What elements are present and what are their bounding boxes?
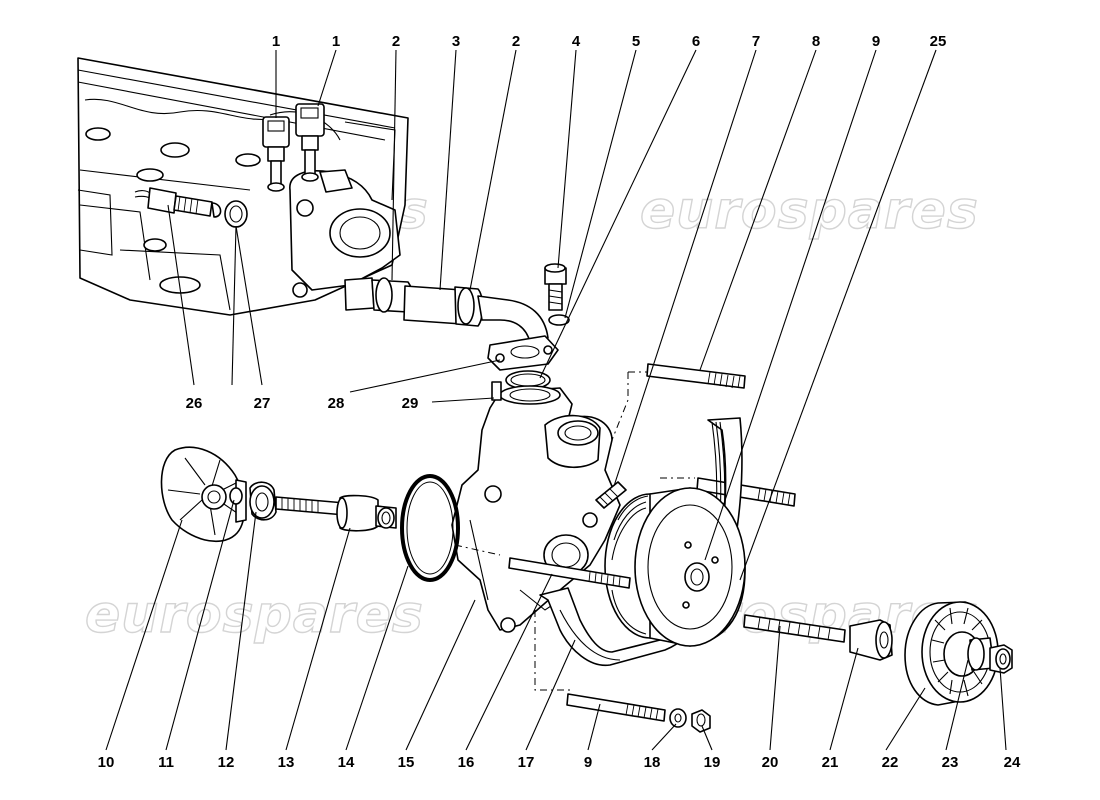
- callout-label: 17: [518, 754, 535, 771]
- stud-long: [508, 557, 631, 589]
- callout-label: 11: [158, 754, 174, 771]
- callout-label: 29: [402, 395, 419, 412]
- watermark-top-right: eurospares: [640, 181, 979, 241]
- callout-label: 19: [704, 754, 721, 771]
- impeller: [160, 446, 247, 543]
- screw: [544, 263, 567, 311]
- bolt-long: [743, 614, 846, 643]
- impeller-nut: [229, 487, 243, 505]
- callout-label: 22: [882, 754, 899, 771]
- coolant-pipe-assembly: [344, 277, 559, 371]
- thermostat-housing: [289, 169, 401, 298]
- callout-label: 1: [332, 33, 340, 50]
- nut-small: [691, 709, 711, 733]
- mechanical-seal: [249, 481, 277, 521]
- callout-label: 25: [930, 33, 947, 50]
- pulley-bearing: [967, 637, 995, 671]
- sensor-with-cable: [134, 187, 222, 218]
- callout-label: 26: [186, 395, 203, 412]
- callout-label: 5: [632, 33, 640, 50]
- bottom-callouts: 10 11 12 13 14 15 16 17 9 18 19 20 21 22…: [98, 754, 1021, 771]
- callout-label: 14: [338, 754, 355, 771]
- callout-label: 8: [812, 33, 820, 50]
- top-callouts: 1 1 2 3 2 4 5 6 7 8 9 25: [272, 33, 947, 50]
- stud-upper: [646, 363, 746, 389]
- o-ring-large: [400, 474, 460, 582]
- callout-label: 20: [762, 754, 779, 771]
- callout-label: 4: [572, 33, 581, 50]
- callout-label: 7: [752, 33, 760, 50]
- assembly-line: [611, 372, 629, 441]
- callout-label: 28: [328, 395, 345, 412]
- callout-label: 2: [512, 33, 520, 50]
- callout-label: 6: [692, 33, 700, 50]
- temperature-sender-right: [295, 103, 325, 182]
- callout-label: 1: [272, 33, 280, 50]
- callout-label: 3: [452, 33, 460, 50]
- callout-label: 13: [278, 754, 295, 771]
- temperature-sender-left: [262, 116, 290, 192]
- spacer: [849, 619, 893, 661]
- callout-label: 9: [872, 33, 880, 50]
- middle-callouts: 26 27 28 29: [186, 395, 419, 412]
- callout-label: 9: [584, 754, 592, 771]
- callout-label: 12: [218, 754, 235, 771]
- watermark-bottom-left: eurospares: [85, 585, 424, 645]
- callout-label: 18: [644, 754, 661, 771]
- pulley-nut: [989, 644, 1013, 674]
- pump-pulley: [604, 487, 746, 647]
- leader-lines: [105, 49, 1007, 751]
- pump-shaft-bearing: [275, 494, 397, 532]
- callout-label: 10: [98, 754, 115, 771]
- water-pump-body: [451, 381, 621, 633]
- callout-label: 23: [942, 754, 959, 771]
- washer-small: [669, 708, 687, 728]
- callout-label: 21: [822, 754, 839, 771]
- callout-label: 27: [254, 395, 271, 412]
- washer: [548, 314, 570, 326]
- callout-label: 15: [398, 754, 415, 771]
- callout-label: 16: [458, 754, 475, 771]
- stud-bottom: [566, 693, 666, 722]
- stud-small: [595, 481, 627, 509]
- callout-label: 24: [1004, 754, 1021, 771]
- callout-label: 2: [392, 33, 400, 50]
- sealing-washer: [224, 200, 248, 228]
